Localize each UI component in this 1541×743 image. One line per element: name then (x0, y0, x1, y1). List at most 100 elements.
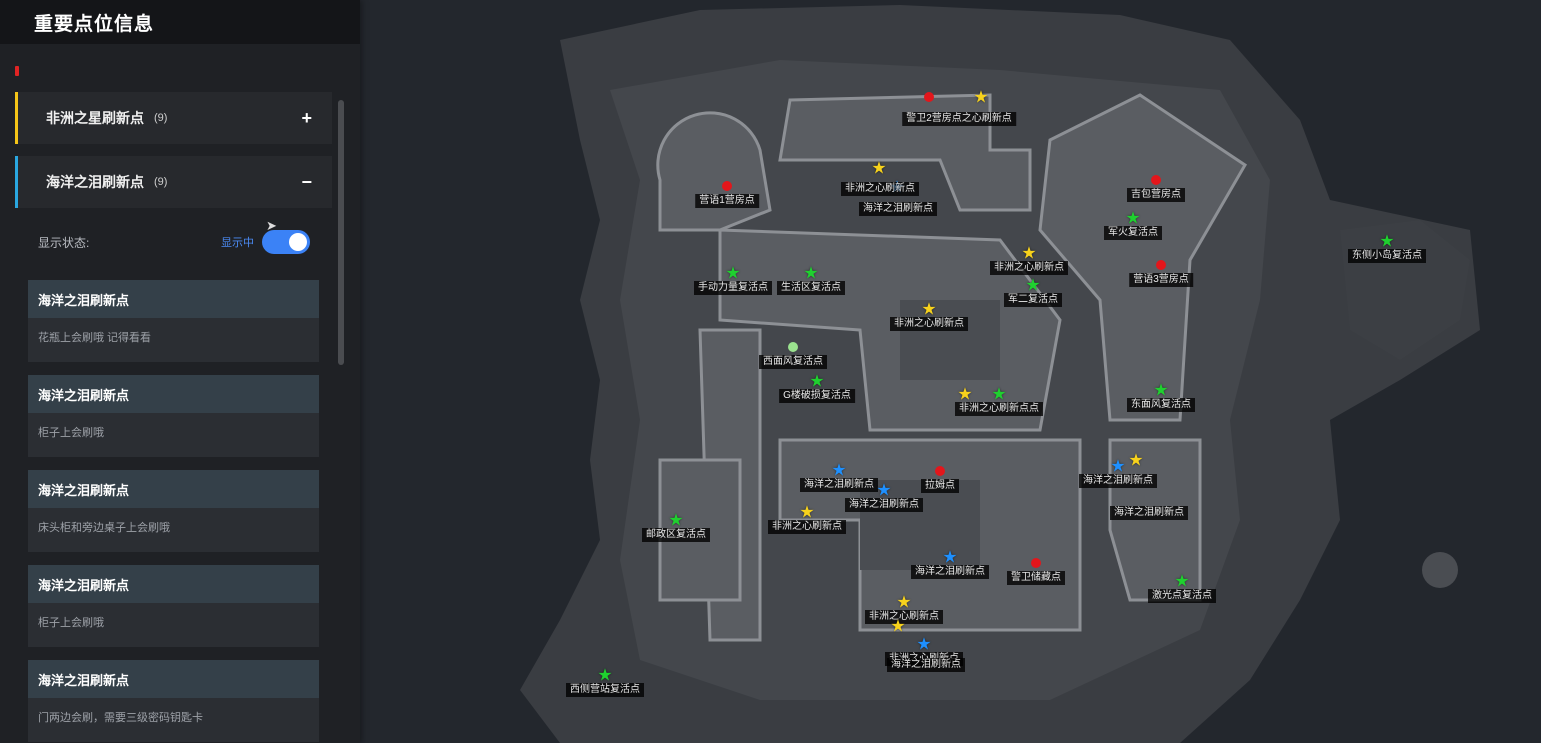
yellow-star-icon[interactable]: ★ (1128, 450, 1144, 470)
inner-yard-2 (900, 300, 1000, 380)
red-dot-icon[interactable] (1156, 260, 1166, 270)
marker-label: 海洋之泪刷新点 (911, 565, 989, 579)
panel-header: 重要点位信息 (0, 0, 360, 44)
marker-label: 东面风复活点 (1127, 398, 1195, 412)
yellow-star-icon[interactable]: ★ (896, 592, 912, 612)
card-title: 海洋之泪刷新点 (28, 565, 319, 603)
marker-label: 西面风复活点 (759, 355, 827, 369)
marker-label: 海洋之泪刷新点 (845, 498, 923, 512)
category-label: 非洲之星刷新点 (46, 110, 144, 126)
card-description: 门两边会刷，需要三级密码钥匙卡 (38, 712, 203, 724)
location-card[interactable]: 海洋之泪刷新点 柜子上会刷哦 (28, 565, 319, 647)
blue-star-icon[interactable]: ★ (916, 634, 932, 654)
red-dot-icon[interactable] (935, 466, 945, 476)
marker-label: 警卫2营房点之心刷新点 (902, 112, 1016, 126)
marker-label: 吉包营房点 (1127, 188, 1185, 202)
card-description: 柜子上会刷哦 (38, 427, 104, 439)
blue-star-icon[interactable]: ★ (1110, 456, 1126, 476)
blue-star-icon[interactable]: ★ (831, 460, 847, 480)
expand-icon[interactable]: + (301, 107, 312, 128)
category-label: 海洋之泪刷新点 (46, 174, 144, 190)
red-dot-icon[interactable] (722, 181, 732, 191)
display-status-row: 显示状态: 显示中 (38, 228, 310, 256)
marker-label: 非洲之心刷新点 (865, 610, 943, 624)
green-star-icon[interactable]: ★ (803, 263, 819, 283)
marker-label: 海洋之泪刷新点 (1079, 474, 1157, 488)
yellow-star-icon[interactable]: ★ (973, 87, 989, 107)
blue-star-icon[interactable]: ★ (876, 480, 892, 500)
marker-label: 拉姆点 (921, 479, 959, 493)
marker-label: 手动力量复活点 (694, 281, 772, 295)
red-dot-icon[interactable] (924, 92, 934, 102)
marker-label: 海洋之泪刷新点 (859, 202, 937, 216)
green-star-icon[interactable]: ★ (725, 263, 741, 283)
yellow-star-icon[interactable]: ★ (1021, 243, 1037, 263)
marker-label: 非洲之心刷新点 (768, 520, 846, 534)
status-label: 显示状态: (38, 235, 90, 250)
green-star-icon[interactable]: ★ (1125, 208, 1141, 228)
card-title: 海洋之泪刷新点 (28, 375, 319, 413)
marker-label: 西侧营站复活点 (566, 683, 644, 697)
marker-label: 激光点复活点 (1148, 589, 1216, 603)
yellow-star-icon[interactable]: ★ (890, 616, 906, 636)
status-value: 显示中 (221, 237, 254, 249)
east-complex (1038, 93, 1248, 422)
marker-label: G楼破损复活点 (779, 389, 855, 403)
marker-label: 军二复活点 (1004, 293, 1062, 307)
marker-label: 军火复活点 (1104, 226, 1162, 240)
card-description: 床头柜和旁边桌子上会刷哦 (38, 522, 170, 534)
marker-label: 警卫储藏点 (1007, 571, 1065, 585)
green-star-icon[interactable]: ★ (1153, 380, 1169, 400)
collapse-icon[interactable]: − (301, 171, 312, 192)
blue-star-icon[interactable]: ★ (942, 547, 958, 567)
green-star-icon[interactable]: ★ (991, 384, 1007, 404)
green-star-icon[interactable]: ★ (597, 665, 613, 685)
marker-label: 非洲之心刷新点 (990, 261, 1068, 275)
location-card[interactable]: 海洋之泪刷新点 柜子上会刷哦 (28, 375, 319, 457)
yellow-star-icon[interactable]: ★ (799, 502, 815, 522)
panel-scrollbar[interactable] (338, 100, 344, 365)
green-star-icon[interactable]: ★ (1379, 231, 1395, 251)
green-star-icon[interactable]: ★ (668, 510, 684, 530)
category-ocean-tear[interactable]: 海洋之泪刷新点 (9) − (15, 156, 332, 208)
light_green-dot-icon[interactable] (788, 342, 798, 352)
category-color-bar (15, 92, 18, 144)
category-africa-star[interactable]: 非洲之星刷新点 (9) + (15, 92, 332, 144)
panel-title: 重要点位信息 (34, 13, 155, 35)
switch-knob (289, 233, 307, 251)
marker-label: 非洲之心刷新点 (841, 182, 919, 196)
marker-label: 营语1营房点 (695, 194, 759, 208)
display-toggle-switch[interactable] (262, 230, 310, 254)
marker-label: 海洋之泪刷新点 (800, 478, 878, 492)
marker-label: 东侧小岛复活点 (1348, 249, 1426, 263)
category-count: (9) (154, 176, 168, 188)
info-panel: 重要点位信息 非洲之星刷新点 (9) + 海洋之泪刷新点 (9) − ➤ 显示状… (0, 0, 360, 743)
yellow-star-icon[interactable]: ★ (957, 384, 973, 404)
category-count: (9) (154, 112, 168, 124)
silo (1422, 552, 1458, 588)
green-star-icon[interactable]: ★ (1174, 571, 1190, 591)
marker-label: 邮政区复活点 (642, 528, 710, 542)
marker-label: 生活区复活点 (777, 281, 845, 295)
location-card[interactable]: 海洋之泪刷新点 门两边会刷，需要三级密码钥匙卡 (28, 660, 319, 742)
card-title: 海洋之泪刷新点 (28, 280, 319, 318)
green-star-icon[interactable]: ★ (1025, 275, 1041, 295)
green-star-icon[interactable]: ★ (809, 371, 825, 391)
card-title: 海洋之泪刷新点 (28, 660, 319, 698)
card-title: 海洋之泪刷新点 (28, 470, 319, 508)
marker-label: 海洋之泪刷新点 (1110, 506, 1188, 520)
red-dot-icon[interactable] (1031, 558, 1041, 568)
marker-label: 非洲之心刷新点点 (955, 402, 1043, 416)
yellow-star-icon[interactable]: ★ (871, 158, 887, 178)
inner-yard-1 (860, 480, 980, 570)
category-color-bar (15, 156, 18, 208)
location-card[interactable]: 海洋之泪刷新点 花瓶上会刷哦 记得看看 (28, 280, 319, 362)
marker-label: 营语3营房点 (1129, 273, 1193, 287)
location-card[interactable]: 海洋之泪刷新点 床头柜和旁边桌子上会刷哦 (28, 470, 319, 552)
red-dot-icon[interactable] (1151, 175, 1161, 185)
yellow-star-icon[interactable]: ★ (921, 299, 937, 319)
red-indicator (15, 66, 19, 76)
card-description: 花瓶上会刷哦 记得看看 (38, 332, 152, 344)
